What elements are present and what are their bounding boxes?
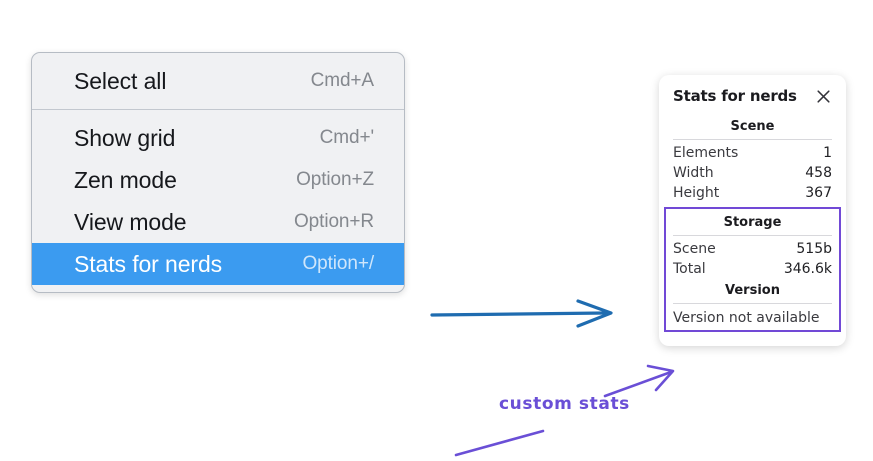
- menu-item-shortcut: Cmd+A: [310, 70, 374, 91]
- stat-row-storage-scene: Scene 515b: [673, 239, 832, 259]
- stat-label: Height: [673, 185, 720, 201]
- stat-value: 346.6k: [783, 261, 832, 277]
- stat-row-storage-total: Total 346.6k: [673, 259, 832, 279]
- scene-section: Scene Elements 1 Width 458 Height 367: [673, 115, 832, 203]
- divider: [673, 303, 832, 304]
- version-heading: Version: [725, 283, 780, 298]
- stat-label: Scene: [673, 241, 716, 257]
- stat-row-width: Width 458: [673, 163, 832, 183]
- stat-value: 458: [805, 165, 832, 181]
- stat-value: 1: [823, 145, 832, 161]
- menu-item-select-all[interactable]: Select all Cmd+A: [32, 60, 404, 102]
- stat-label: Total: [673, 261, 706, 277]
- storage-heading: Storage: [723, 215, 782, 230]
- menu-item-label: View mode: [74, 208, 187, 235]
- version-section: Version Version not available: [673, 279, 832, 326]
- custom-stats-highlight-box: Storage Scene 515b Total 346.6k Version …: [664, 207, 841, 332]
- menu-item-shortcut: Option+/: [302, 253, 374, 274]
- purple-arrow-to-highlight-box: [603, 364, 675, 398]
- stats-panel-header: Stats for nerds: [673, 87, 832, 105]
- divider: [673, 139, 832, 140]
- stat-row-elements: Elements 1: [673, 143, 832, 163]
- stat-row-height: Height 367: [673, 183, 832, 203]
- canvas-context-menu[interactable]: Select all Cmd+A Show grid Cmd+' Zen mod…: [31, 52, 405, 293]
- close-icon[interactable]: [815, 88, 832, 105]
- stat-value: 367: [805, 185, 832, 201]
- menu-item-label: Show grid: [74, 124, 176, 151]
- menu-section-2: Show grid Cmd+' Zen mode Option+Z View m…: [32, 109, 404, 292]
- storage-section: Storage Scene 515b Total 346.6k: [673, 211, 832, 279]
- menu-item-label: Select all: [74, 67, 167, 94]
- menu-item-label: Zen mode: [74, 166, 177, 193]
- purple-underline-stroke: [454, 429, 545, 457]
- stat-label: Elements: [673, 145, 739, 161]
- menu-item-shortcut: Cmd+': [319, 127, 374, 148]
- menu-item-view-mode[interactable]: View mode Option+R: [32, 201, 404, 243]
- blue-arrow-to-panel: [430, 299, 613, 328]
- stats-panel-title: Stats for nerds: [673, 87, 797, 105]
- custom-stats-annotation-label: custom stats: [499, 394, 630, 414]
- version-text: Version not available: [673, 310, 820, 326]
- menu-item-stats-for-nerds[interactable]: Stats for nerds Option+/: [32, 243, 404, 285]
- menu-item-shortcut: Option+Z: [296, 169, 374, 190]
- divider: [673, 235, 832, 236]
- menu-section-1: Select all Cmd+A: [32, 53, 404, 109]
- scene-heading: Scene: [730, 119, 775, 134]
- stat-value: 515b: [796, 241, 832, 257]
- menu-item-label: Stats for nerds: [74, 250, 223, 277]
- stats-for-nerds-panel: Stats for nerds Scene Elements 1 Width 4…: [659, 75, 846, 346]
- menu-item-zen-mode[interactable]: Zen mode Option+Z: [32, 159, 404, 201]
- menu-item-show-grid[interactable]: Show grid Cmd+': [32, 117, 404, 159]
- menu-item-shortcut: Option+R: [294, 211, 374, 232]
- stat-label: Width: [673, 165, 714, 181]
